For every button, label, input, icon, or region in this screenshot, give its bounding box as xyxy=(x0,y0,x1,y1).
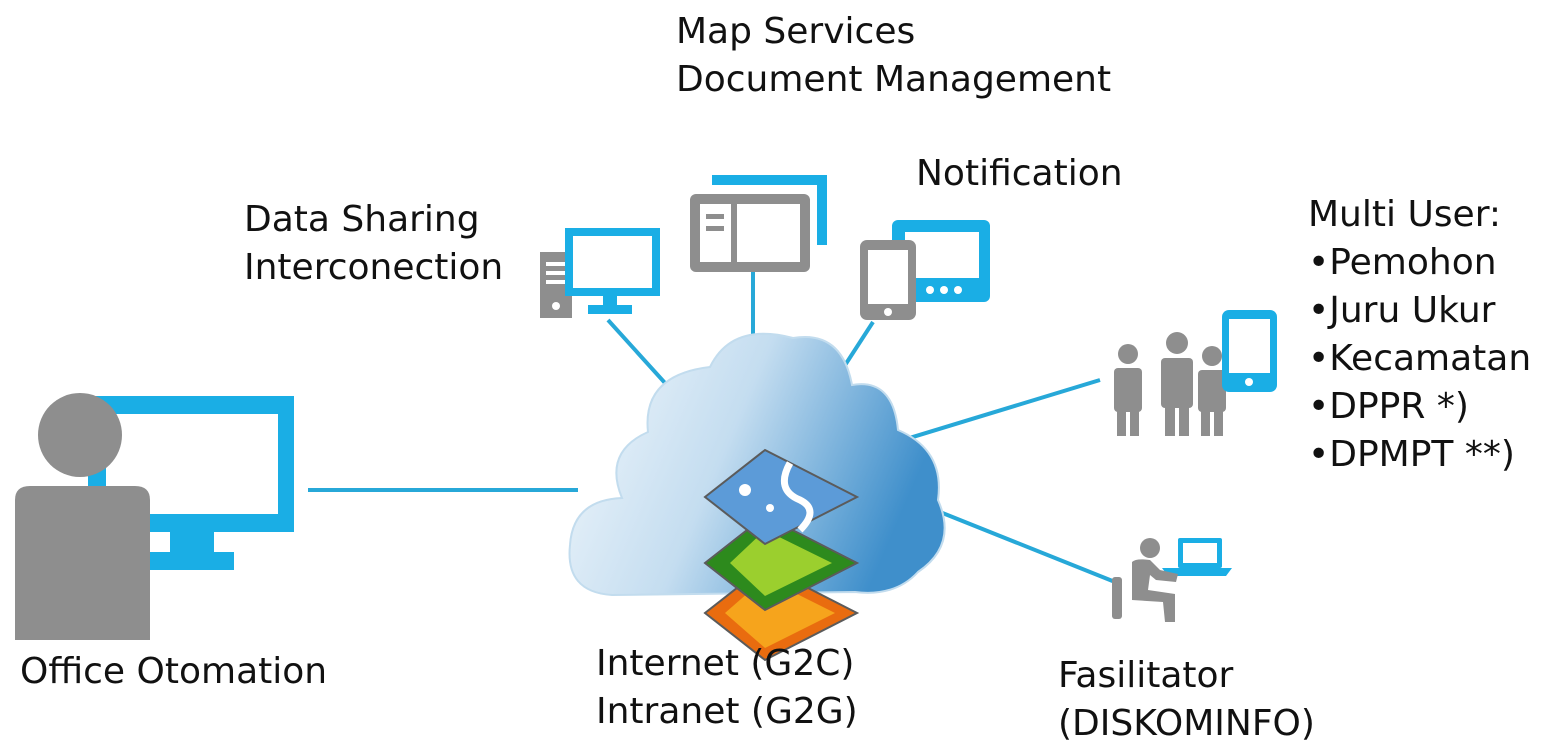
user-desktop-icon xyxy=(15,393,294,640)
phone-tablet-icon xyxy=(860,220,990,320)
user-laptop-icon xyxy=(1112,538,1232,622)
line-data-sharing xyxy=(606,318,667,385)
document-management-label: Document Management xyxy=(676,59,1112,100)
network-label: Internet (G2C) Intranet (G2G) xyxy=(596,640,858,736)
list-item: •DPPR *) xyxy=(1308,386,1469,427)
interconection-line: Interconection xyxy=(244,247,504,288)
group-tablet-icon xyxy=(1114,310,1277,436)
line-multi-user xyxy=(879,378,1101,449)
server-desktop-icon xyxy=(540,228,660,318)
fasilitator-label: Fasilitator (DISKOMINFO) xyxy=(1058,652,1315,748)
notification-label: Notification xyxy=(916,153,1123,194)
line-fasilitator xyxy=(929,506,1116,584)
multi-user-title: Multi User: xyxy=(1308,194,1501,235)
map-services-label: Map Services xyxy=(676,11,916,52)
internet-label: Internet (G2C) xyxy=(596,643,855,684)
multi-user-list: Multi User: •Pemohon •Juru Ukur •Kecamat… xyxy=(1308,191,1531,479)
data-sharing-label: Data Sharing Interconection xyxy=(244,196,503,292)
list-item: •DPMPT **) xyxy=(1308,434,1515,475)
tablet-window-icon xyxy=(690,175,827,272)
data-sharing-line: Data Sharing xyxy=(244,199,480,240)
list-item: •Kecamatan xyxy=(1308,338,1532,379)
office-otomation-label: Office Otomation xyxy=(20,651,328,692)
diskominfo-line: (DISKOMINFO) xyxy=(1058,703,1315,744)
intranet-label: Intranet (G2G) xyxy=(596,691,858,732)
fasilitator-line: Fasilitator xyxy=(1058,655,1234,696)
list-item: •Pemohon xyxy=(1308,242,1497,283)
list-item: •Juru Ukur xyxy=(1308,290,1496,331)
connector-lines xyxy=(308,265,1116,584)
map-layers-icon xyxy=(703,448,860,662)
top-services-label: Map Services Document Management xyxy=(676,8,1111,104)
